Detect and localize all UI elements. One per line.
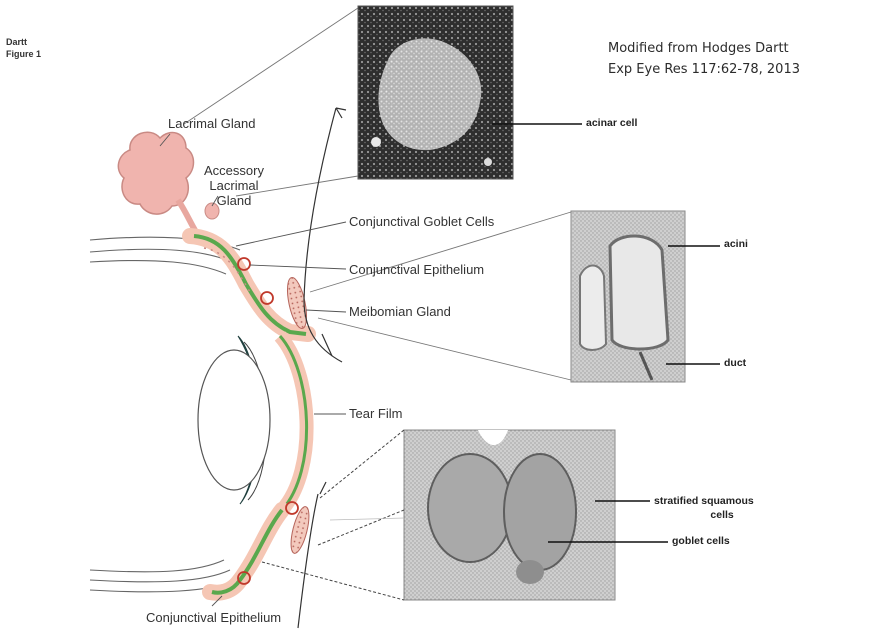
label-accessory-line2: Lacrimal	[204, 178, 264, 193]
lacrimal-gland	[118, 132, 196, 232]
credit: Modified from Hodges Dartt Exp Eye Res 1…	[608, 38, 800, 80]
conjunctiva-micrograph	[404, 430, 615, 600]
acinar-micrograph	[358, 6, 513, 179]
panel-label-acinar: acinar cell	[586, 117, 637, 129]
figure-tag-line1: Dartt	[6, 36, 41, 48]
label-accessory-line3: Gland	[204, 193, 264, 208]
faint-callouts	[330, 518, 404, 520]
label-accessory-line1: Accessory	[204, 163, 264, 178]
meibomian-micrograph	[571, 211, 685, 382]
panel-label-acini: acini	[724, 238, 748, 250]
panel-label-stratified-line2: cells	[654, 508, 754, 522]
tear-film-layer	[280, 336, 307, 510]
label-lacrimal-gland: Lacrimal Gland	[168, 116, 255, 131]
label-tear-film: Tear Film	[349, 406, 402, 421]
panel-label-duct: duct	[724, 357, 746, 369]
panel-label-stratified: stratified squamous cells	[654, 494, 754, 522]
label-epithelium-lower: Conjunctival Epithelium	[146, 610, 281, 625]
credit-line1: Modified from Hodges Dartt	[608, 38, 800, 59]
label-meibomian-gland: Meibomian Gland	[349, 304, 451, 319]
eyelid-outline	[298, 108, 346, 628]
label-goblet-cells: Conjunctival Goblet Cells	[349, 214, 494, 229]
label-epithelium-upper: Conjunctival Epithelium	[349, 262, 484, 277]
panel-label-stratified-line1: stratified squamous	[654, 494, 754, 508]
credit-line2: Exp Eye Res 117:62-78, 2013	[608, 59, 800, 80]
lens	[198, 350, 270, 490]
figure-tag-line2: Figure 1	[6, 48, 41, 60]
figure-tag: Dartt Figure 1	[6, 36, 41, 60]
panel-label-goblet: goblet cells	[672, 535, 730, 547]
label-accessory-lacrimal-gland: Accessory Lacrimal Gland	[204, 163, 264, 208]
